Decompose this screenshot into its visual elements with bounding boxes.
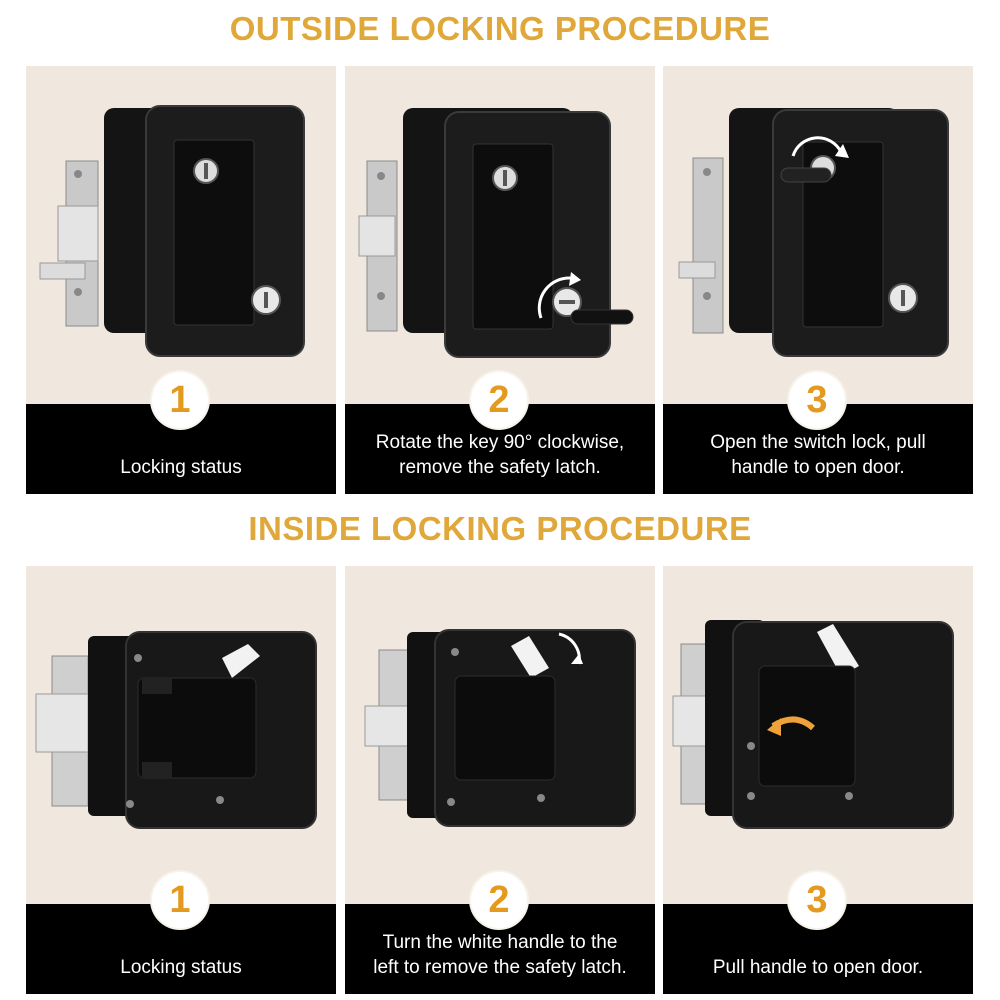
outside-step-1-caption: Locking status: [120, 457, 242, 478]
outside-step-2-panel: Rotate the key 90° clockwise, remove the…: [345, 66, 655, 494]
outside-lock-open-photo: [663, 66, 973, 366]
outside-step-3-number: 3: [789, 372, 845, 428]
outside-step-1-panel: Locking status 1: [26, 66, 336, 494]
outside-step-2-number: 2: [471, 372, 527, 428]
inside-step-1-caption: Locking status: [120, 957, 242, 978]
inside-step-1-panel: Locking status 1: [26, 566, 336, 994]
inside-lock-open-photo: [663, 566, 973, 866]
inside-lock-locked-photo: [26, 566, 336, 866]
inside-step-3-panel: Pull handle to open door. 3: [663, 566, 973, 994]
outside-step-3-panel: Open the switch lock, pull handle to ope…: [663, 66, 973, 494]
inside-lock-handle-turn-photo: [345, 566, 655, 866]
outside-step-1-caption-bar: Locking status: [26, 404, 336, 494]
inside-step-2-number: 2: [471, 872, 527, 928]
outside-lock-locked-photo: [26, 66, 336, 366]
inside-section-title: INSIDE LOCKING PROCEDURE: [248, 510, 752, 547]
outside-lock-key-turn-photo: [345, 66, 655, 366]
outside-section-title: OUTSIDE LOCKING PROCEDURE: [229, 10, 771, 47]
outside-step-3-caption: Open the switch lock, pull handle to ope…: [710, 432, 926, 478]
inside-step-2-caption: Turn the white handle to the left to rem…: [373, 932, 627, 978]
inside-step-3-caption: Pull handle to open door.: [712, 957, 924, 978]
inside-step-3-number: 3: [789, 872, 845, 928]
outside-step-1-number: 1: [152, 372, 208, 428]
outside-step-2-caption: Rotate the key 90° clockwise, remove the…: [375, 432, 625, 478]
inside-step-1-number: 1: [152, 872, 208, 928]
inside-step-2-panel: Turn the white handle to the left to rem…: [345, 566, 655, 994]
